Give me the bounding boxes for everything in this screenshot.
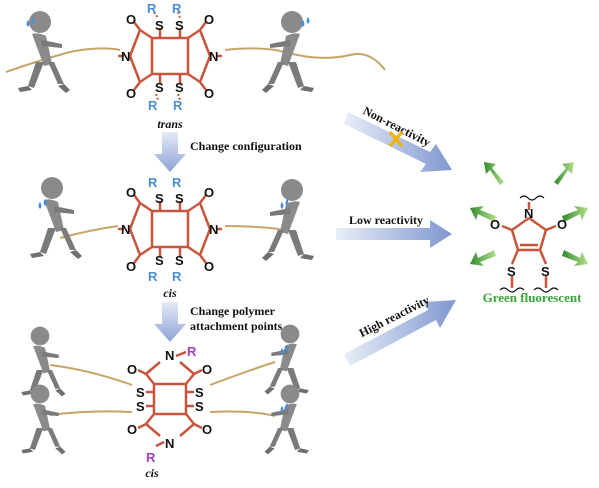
- atom-s: S: [195, 385, 204, 400]
- burst-arrow: [554, 162, 574, 185]
- puller-bottom-left: [21, 384, 66, 455]
- rope-left-trans: [5, 47, 121, 73]
- atom-n: N: [121, 222, 130, 237]
- atom-s: S: [507, 264, 516, 279]
- rope-bottom-right: [209, 410, 276, 417]
- puller-bottom-right: [264, 384, 309, 455]
- label-low-reactivity: Low reactivity: [349, 213, 423, 227]
- atom-r: R: [173, 98, 183, 113]
- atom-s: S: [175, 18, 184, 33]
- arrow-high-reactivity: High reactivity: [344, 293, 456, 366]
- puller-left-cis: [30, 177, 82, 259]
- atom-o: O: [490, 217, 500, 232]
- atom-o: O: [204, 185, 214, 200]
- atom-s: S: [175, 191, 184, 206]
- atom-r: R: [146, 450, 156, 465]
- rope-right-trans: [224, 47, 386, 71]
- polymer-chain-icon: [499, 287, 525, 293]
- rope-right-cis: [224, 225, 286, 231]
- stage-cis: R R S S S S R R N N O O O O cis: [30, 175, 314, 300]
- atom-o: O: [127, 422, 137, 437]
- atom-o: O: [126, 12, 136, 27]
- atom-n: N: [524, 206, 533, 221]
- atom-r: R: [148, 269, 158, 284]
- atom-o: O: [126, 185, 136, 200]
- atom-r: R: [148, 175, 158, 190]
- rope-bottom-left: [49, 410, 133, 416]
- atom-s: S: [136, 399, 145, 414]
- transition-change-configuration: Change configuration: [190, 139, 302, 153]
- atom-o: O: [127, 362, 137, 377]
- atom-r: R: [172, 175, 182, 190]
- burst-arrow: [562, 250, 588, 266]
- stage-trans: R R S S S S R R N N O O O O trans: [5, 1, 386, 131]
- atom-s: S: [155, 18, 164, 33]
- atom-n: N: [165, 436, 174, 451]
- atom-o: O: [204, 259, 214, 274]
- rope-top-left: [49, 364, 133, 386]
- cross-icon: [388, 131, 404, 147]
- atom-s: S: [155, 191, 164, 206]
- atom-r: R: [148, 98, 158, 113]
- burst-arrow: [562, 206, 588, 222]
- product-bonds: [501, 202, 557, 288]
- molecule-cis-polymer-bonds: [137, 350, 203, 448]
- arrow-low-reactivity: Low reactivity: [336, 213, 452, 248]
- atom-o: O: [557, 217, 567, 232]
- down-arrow-2: [154, 302, 186, 342]
- atom-o: O: [202, 422, 212, 437]
- atom-s: S: [155, 80, 164, 95]
- polymer-chain-icon: [519, 195, 545, 201]
- fluorescence-bursts: [470, 162, 588, 266]
- atom-o: O: [204, 12, 214, 27]
- down-arrow-1: [154, 132, 186, 172]
- atom-o: O: [126, 86, 136, 101]
- atom-r: R: [187, 344, 197, 359]
- molecule-cis-bonds: [118, 194, 222, 264]
- burst-arrow: [470, 250, 496, 266]
- stage-cis-polymer: R N N R S S S S O O O O cis: [21, 324, 309, 480]
- molecule-cis-polymer-atoms: R N N R S S S S O O O O: [127, 344, 212, 465]
- atom-o: O: [204, 86, 214, 101]
- atom-s: S: [155, 253, 164, 268]
- molecule-trans-atoms: R R S S S S R R N N O O O O: [121, 1, 218, 113]
- burst-arrow: [470, 206, 496, 222]
- product-atoms: N O O S S: [490, 206, 567, 279]
- atom-s: S: [136, 385, 145, 400]
- isomer-label-cis-polymer: cis: [145, 466, 159, 480]
- atom-n: N: [165, 348, 174, 363]
- atom-n: N: [209, 222, 218, 237]
- atom-o: O: [202, 362, 212, 377]
- atom-o: O: [126, 259, 136, 274]
- atom-r: R: [172, 1, 182, 16]
- puller-left-trans: [18, 11, 70, 93]
- molecule-trans-bonds: [118, 21, 222, 91]
- puller-right-trans: [262, 11, 314, 93]
- puller-right-cis: [262, 179, 314, 261]
- transition-change-attachment-line2: attachment points: [190, 319, 283, 333]
- burst-arrow: [484, 162, 504, 185]
- puller-top-right: [264, 324, 309, 395]
- molecule-cis-atoms: R R S S S S R R N N O O O O: [121, 175, 218, 284]
- atom-s: S: [175, 253, 184, 268]
- rope-top-right: [209, 361, 276, 386]
- atom-n: N: [121, 49, 130, 64]
- label-green-fluorescent: Green fluorescent: [483, 290, 582, 305]
- polymer-chain-icon: [533, 287, 559, 293]
- atom-s: S: [195, 399, 204, 414]
- transition-change-attachment-line1: Change polymer: [190, 304, 276, 318]
- atom-s: S: [175, 80, 184, 95]
- product-maleimide: N O O S S Green fluorescent: [470, 162, 588, 305]
- atom-n: N: [209, 49, 218, 64]
- isomer-label-trans: trans: [157, 117, 183, 131]
- arrow-non-reactivity: Non-reactivity: [344, 103, 452, 172]
- atom-r: R: [172, 269, 182, 284]
- isomer-label-cis: cis: [163, 286, 177, 300]
- atom-r: R: [147, 1, 157, 16]
- atom-s: S: [541, 264, 550, 279]
- sweat-icon: [38, 199, 47, 209]
- sweat-icon: [301, 17, 310, 27]
